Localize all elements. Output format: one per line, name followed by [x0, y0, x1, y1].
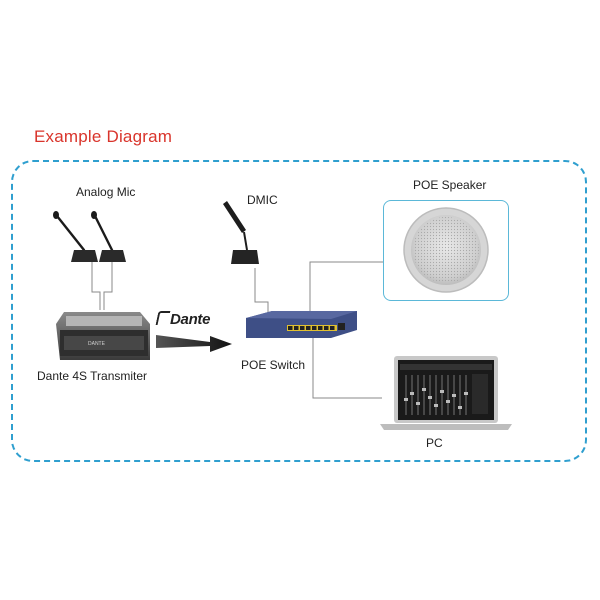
diagram-title: Example Diagram — [34, 127, 173, 146]
dante-arrow — [156, 335, 232, 352]
label-dmic: DMIC — [247, 193, 278, 207]
dante-logo: Dante — [155, 311, 211, 328]
label-dante-transmitter: Dante 4S Transmiter — [37, 369, 148, 383]
svg-text:DANTE: DANTE — [88, 341, 106, 347]
label-analog-mic: Analog Mic — [76, 185, 136, 199]
poe-speaker-device — [403, 207, 489, 293]
poe-switch-device — [246, 311, 357, 338]
label-poe-speaker: POE Speaker — [413, 178, 487, 192]
analog-mic-right — [91, 211, 126, 262]
dante-logo-text: Dante — [170, 311, 211, 328]
connector-lines — [91, 261, 383, 399]
label-poe-switch: POE Switch — [241, 358, 306, 372]
diagram-frame — [11, 160, 587, 462]
dmic-device — [223, 201, 259, 264]
label-pc: PC — [426, 436, 443, 450]
pc-laptop-device — [380, 356, 512, 430]
analog-mic-left — [53, 211, 98, 262]
dante-transmitter-device: DANTE — [56, 312, 150, 360]
dante-logo-icon — [155, 311, 171, 325]
